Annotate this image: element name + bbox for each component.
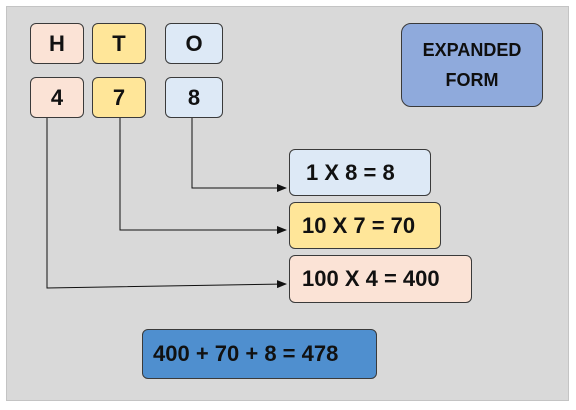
- ones-header: O: [165, 23, 223, 64]
- expanded-form-title: EXPANDED FORM: [401, 23, 543, 107]
- tens-digit: 7: [92, 77, 146, 118]
- tens-header: T: [92, 23, 146, 64]
- ones-arrow: [191, 118, 287, 192]
- title-line-2: FORM: [445, 70, 499, 90]
- hundreds-equation: 100 X 4 = 400: [289, 255, 472, 303]
- hundreds-digit: 4: [30, 77, 84, 118]
- hundreds-header: H: [30, 23, 84, 64]
- tens-equation: 10 X 7 = 70: [289, 202, 441, 249]
- tens-arrow: [119, 118, 287, 234]
- hundreds-arrow: [46, 118, 287, 289]
- sum-result: 400 + 70 + 8 = 478: [142, 329, 377, 379]
- ones-digit: 8: [165, 77, 223, 118]
- title-line-1: EXPANDED: [422, 40, 522, 60]
- ones-equation: 1 X 8 = 8: [289, 149, 431, 196]
